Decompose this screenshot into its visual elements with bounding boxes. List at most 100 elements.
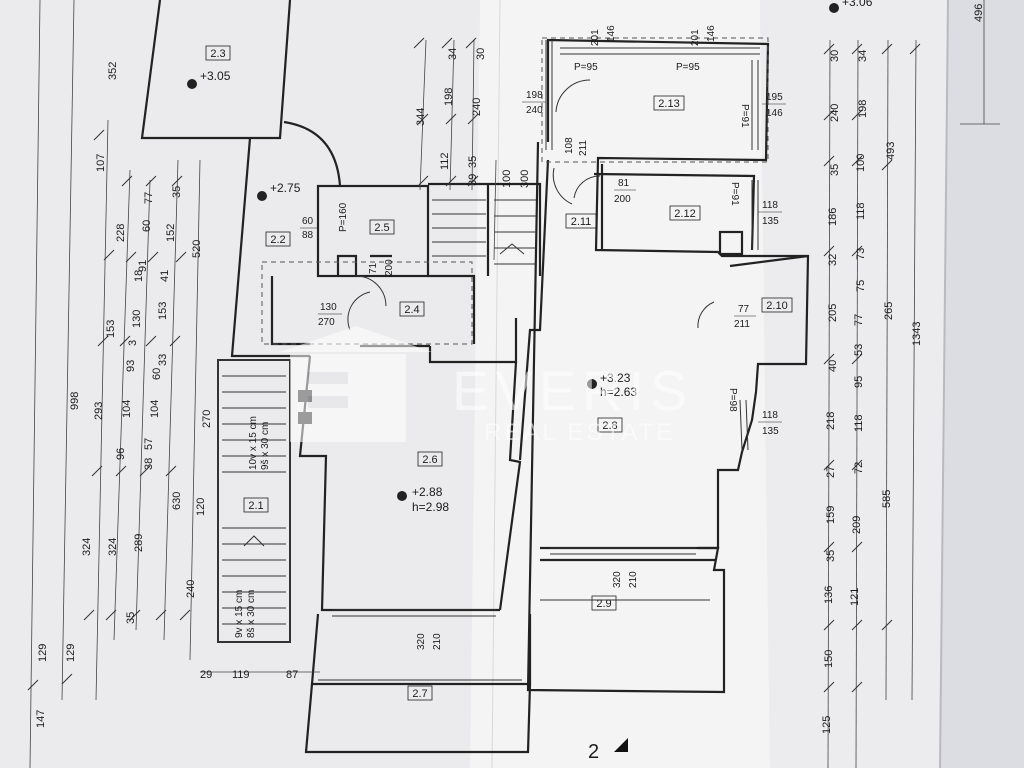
svg-text:34: 34 bbox=[447, 48, 459, 60]
svg-text:324: 324 bbox=[81, 538, 93, 556]
svg-text:112: 112 bbox=[439, 152, 451, 170]
svg-text:2.9: 2.9 bbox=[596, 598, 611, 610]
svg-text:352: 352 bbox=[107, 62, 119, 80]
parapet-91-upper: P=91 bbox=[739, 104, 750, 128]
svg-text:40: 40 bbox=[827, 360, 839, 372]
svg-text:72: 72 bbox=[853, 462, 865, 474]
svg-text:35: 35 bbox=[825, 550, 837, 562]
svg-text:27: 27 bbox=[825, 466, 837, 478]
section-number: 2 bbox=[588, 741, 599, 763]
svg-text:150: 150 bbox=[823, 650, 835, 668]
svg-text:240: 240 bbox=[471, 98, 483, 116]
svg-text:119: 119 bbox=[232, 669, 250, 681]
height-2-98: h=2.98 bbox=[412, 500, 449, 514]
svg-text:100: 100 bbox=[501, 170, 513, 188]
svg-text:34: 34 bbox=[857, 50, 869, 62]
svg-text:201: 201 bbox=[690, 29, 701, 46]
svg-text:118: 118 bbox=[855, 202, 867, 220]
room-2-4: 2.4 bbox=[399, 301, 425, 317]
svg-text:53: 53 bbox=[853, 344, 865, 356]
svg-text:41: 41 bbox=[159, 270, 171, 282]
room-2-6: 2.6 bbox=[417, 451, 443, 467]
svg-text:88: 88 bbox=[302, 230, 314, 241]
svg-text:104: 104 bbox=[121, 400, 133, 418]
svg-text:107: 107 bbox=[95, 154, 107, 172]
svg-text:96: 96 bbox=[115, 448, 127, 460]
room-2-7: 2.7 bbox=[407, 685, 433, 701]
svg-text:32: 32 bbox=[827, 254, 839, 266]
svg-text:2.8: 2.8 bbox=[602, 420, 617, 432]
section-marker bbox=[614, 738, 628, 752]
svg-text:159: 159 bbox=[825, 506, 837, 524]
room-2-8: 2.8 bbox=[597, 417, 623, 433]
parapet-labels: P=160 P=95 P=95 P=91 P=91 P=98 bbox=[338, 62, 750, 412]
svg-text:30: 30 bbox=[475, 48, 487, 60]
svg-text:293: 293 bbox=[93, 402, 105, 420]
level-texts: +3.05 +2.75 +2.88 h=2.98 +3.23 h=2.63 +3… bbox=[200, 0, 873, 514]
room-2-11: 2.11 bbox=[565, 213, 597, 229]
svg-text:2.7: 2.7 bbox=[412, 688, 427, 700]
svg-text:198: 198 bbox=[526, 90, 543, 101]
door-swings bbox=[347, 79, 715, 331]
room-2-10: 2.10 bbox=[761, 297, 793, 313]
svg-text:146: 146 bbox=[706, 25, 717, 42]
watermark-brand: EVERIS bbox=[452, 359, 693, 422]
svg-text:118: 118 bbox=[762, 200, 778, 211]
svg-text:30: 30 bbox=[829, 50, 841, 62]
svg-text:200: 200 bbox=[384, 259, 395, 276]
opening-sizes: 60 88 71 200 130 270 81 200 77 211 108 2… bbox=[300, 25, 786, 650]
svg-text:270: 270 bbox=[318, 317, 335, 328]
stair-upper-line-2: 9š x 30 cm bbox=[260, 422, 271, 470]
dims-left: 998 147 293 324 129 107 228 153 96 324 7… bbox=[35, 62, 213, 728]
svg-text:35: 35 bbox=[467, 156, 479, 168]
svg-text:218: 218 bbox=[825, 412, 837, 430]
svg-text:35: 35 bbox=[829, 164, 841, 176]
svg-text:91: 91 bbox=[137, 260, 149, 272]
svg-text:35: 35 bbox=[125, 612, 137, 624]
parapet-95-right: P=95 bbox=[676, 62, 700, 73]
svg-text:520: 520 bbox=[191, 240, 203, 258]
svg-text:496: 496 bbox=[973, 4, 985, 22]
svg-text:2.11: 2.11 bbox=[571, 216, 592, 228]
svg-text:198: 198 bbox=[857, 100, 869, 118]
room-2-12: 2.12 bbox=[669, 205, 701, 221]
svg-text:344: 344 bbox=[415, 108, 427, 126]
stair-texts: 10v x 15 cm 9š x 30 cm 9v x 15 cm 8š x 3… bbox=[234, 416, 271, 638]
svg-text:228: 228 bbox=[115, 224, 127, 242]
svg-text:146: 146 bbox=[606, 25, 617, 42]
svg-text:240: 240 bbox=[829, 104, 841, 122]
svg-text:60: 60 bbox=[151, 368, 163, 380]
dimension-ticks bbox=[27, 37, 921, 693]
svg-text:93: 93 bbox=[125, 360, 137, 372]
svg-text:320: 320 bbox=[416, 633, 427, 650]
svg-text:200: 200 bbox=[614, 194, 631, 205]
svg-text:300: 300 bbox=[519, 170, 531, 188]
level-3-05: +3.05 bbox=[200, 69, 231, 83]
svg-text:81: 81 bbox=[618, 178, 630, 189]
svg-text:35: 35 bbox=[171, 186, 183, 198]
svg-text:100: 100 bbox=[855, 154, 867, 172]
svg-text:195: 195 bbox=[766, 92, 783, 103]
svg-text:136: 136 bbox=[823, 586, 835, 604]
watermark: EVERIS REAL ESTATE bbox=[280, 326, 693, 446]
level-2-75: +2.75 bbox=[270, 181, 301, 195]
svg-text:118: 118 bbox=[762, 410, 778, 421]
svg-text:129: 129 bbox=[65, 644, 77, 662]
svg-text:60: 60 bbox=[302, 216, 314, 227]
svg-text:77: 77 bbox=[853, 314, 865, 326]
svg-text:29: 29 bbox=[200, 669, 212, 681]
room-2-3: 2.3 bbox=[205, 45, 231, 61]
svg-text:147: 147 bbox=[35, 710, 47, 728]
svg-text:240: 240 bbox=[185, 580, 197, 598]
svg-text:71: 71 bbox=[368, 262, 379, 274]
svg-text:2.13: 2.13 bbox=[658, 98, 679, 110]
svg-text:324: 324 bbox=[107, 538, 119, 556]
svg-text:2.2: 2.2 bbox=[270, 234, 285, 246]
room-labels: 2.3 2.2 2.5 2.4 2.6 2.1 2.7 2.8 2.9 2.10… bbox=[205, 45, 793, 701]
svg-text:38: 38 bbox=[143, 458, 155, 470]
svg-text:135: 135 bbox=[762, 426, 779, 437]
svg-text:186: 186 bbox=[827, 208, 839, 226]
parapet-95-left: P=95 bbox=[574, 62, 598, 73]
